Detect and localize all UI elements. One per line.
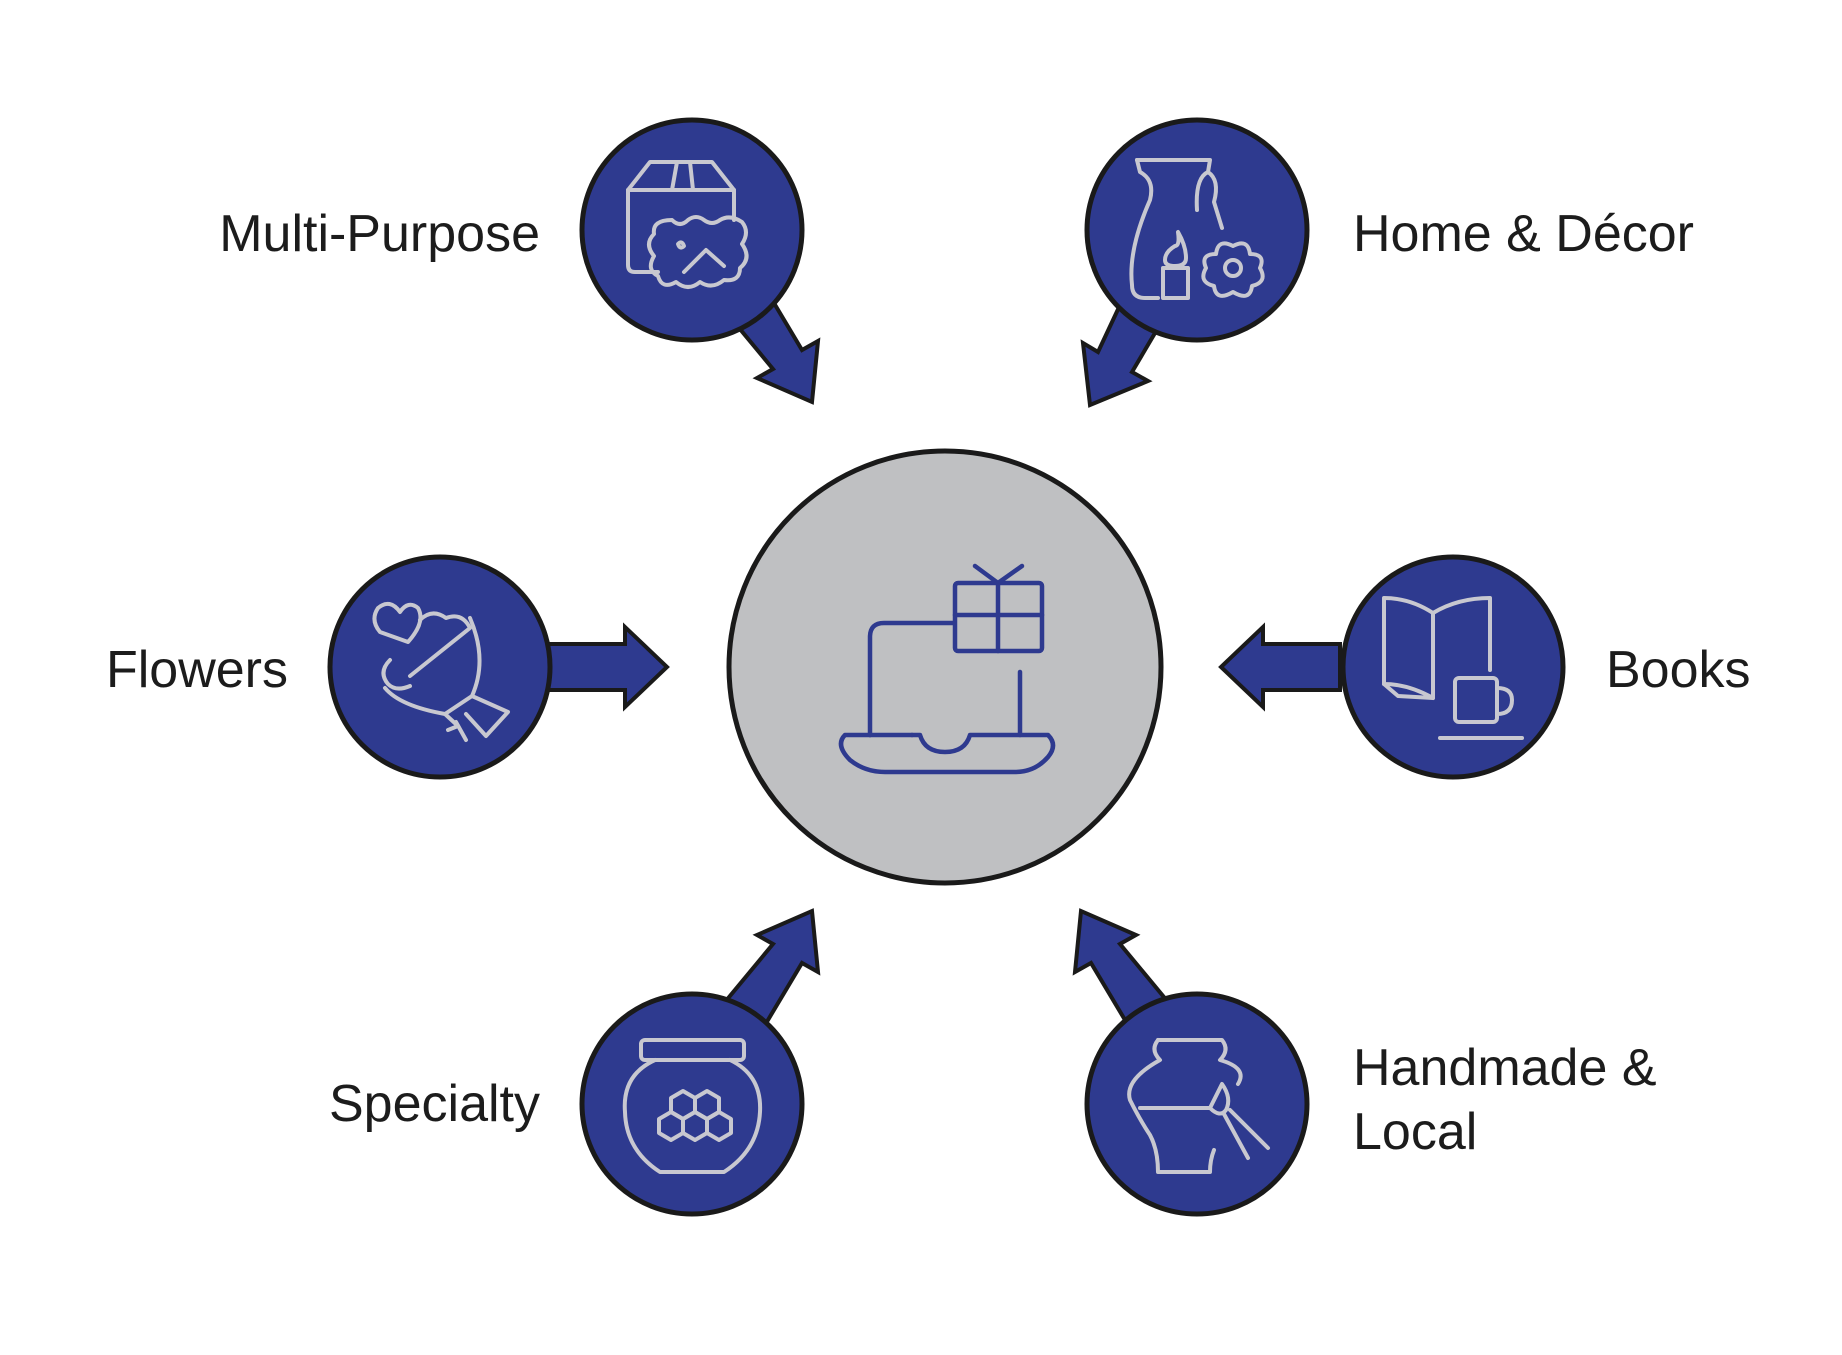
arrow-handmade-local [1072, 908, 1172, 1028]
book-cup-icon [1382, 596, 1524, 740]
label-books: Books [1606, 641, 1751, 699]
arrow-flowers [543, 622, 670, 712]
label-home-decor: Home & Décor [1353, 205, 1694, 263]
box-puzzle-icon [626, 160, 749, 289]
node-specialty [579, 991, 805, 1217]
node-handmade-local [1084, 991, 1310, 1217]
honey-jar-icon [622, 1038, 763, 1174]
vase-candle-flower-icon [1129, 158, 1265, 300]
label-multi-purpose: Multi-Purpose [219, 205, 540, 263]
hub-node [726, 448, 1164, 886]
label-handmade-local-line2: Local [1353, 1103, 1478, 1161]
node-books [1340, 554, 1566, 780]
label-flowers: Flowers [105, 641, 288, 699]
arrow-specialty [721, 908, 821, 1028]
label-handmade-local: Handmade & Local [1353, 1036, 1773, 1164]
pottery-brush-icon [1127, 1038, 1270, 1174]
node-flowers [327, 554, 553, 780]
bouquet-icon [372, 601, 510, 742]
label-handmade-local-line1: Handmade & [1353, 1039, 1657, 1097]
node-home-decor [1084, 117, 1310, 343]
label-specialty: Specialty [329, 1075, 540, 1133]
node-multi-purpose [579, 117, 805, 343]
arrow-books [1218, 622, 1342, 712]
laptop-gift-icon [838, 563, 1056, 775]
